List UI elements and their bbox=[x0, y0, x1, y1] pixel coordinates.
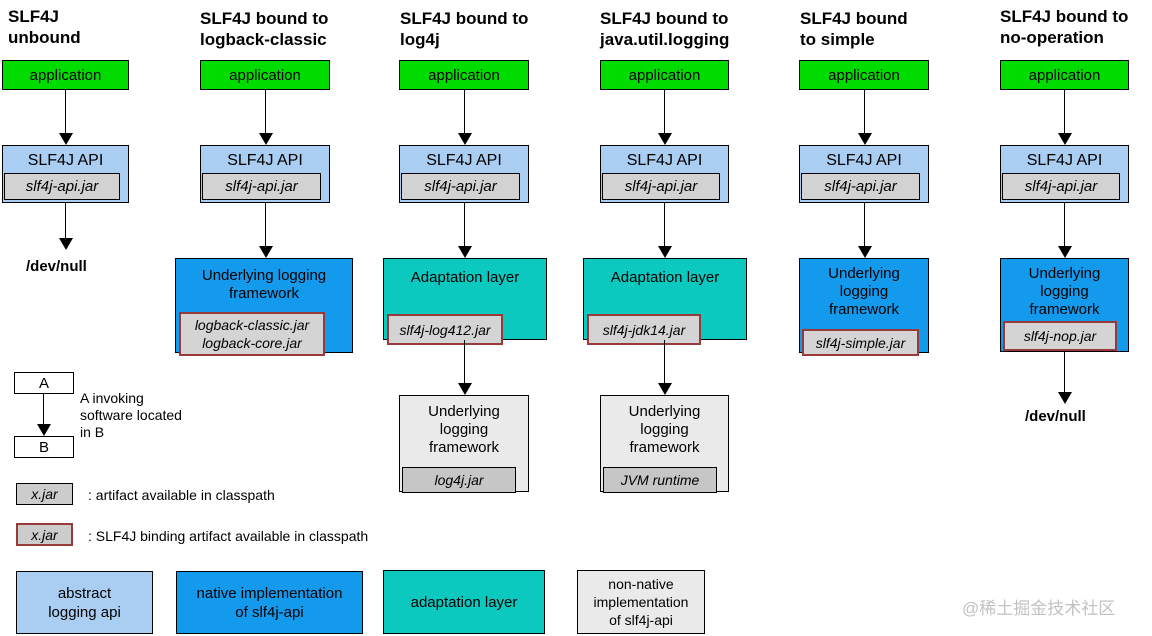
application-box: application bbox=[2, 60, 129, 90]
legend-adaptation-box: adaptation layer bbox=[383, 570, 545, 634]
underlying-framework-box: Underlying logging framework logback-cla… bbox=[175, 258, 353, 356]
flow-arrow bbox=[1057, 203, 1072, 258]
flow-arrow bbox=[657, 340, 672, 395]
legend-invoke-a-box: A bbox=[14, 372, 74, 394]
column-title-logback: SLF4J bound to logback-classic bbox=[200, 9, 329, 49]
dev-null-label: /dev/null bbox=[26, 258, 87, 275]
column-title-log4j: SLF4J bound to log4j bbox=[400, 9, 529, 49]
slf4j-api-box: SLF4J API slf4j-api.jar bbox=[399, 145, 529, 203]
slf4j-api-jar-badge: slf4j-api.jar bbox=[1002, 173, 1120, 200]
slf4j-api-label: SLF4J API bbox=[27, 152, 104, 169]
flow-arrow bbox=[657, 203, 672, 258]
legend-native-impl-box: native implementation of slf4j-api bbox=[176, 571, 363, 634]
framework-jar-badge: JVM runtime bbox=[603, 467, 717, 493]
legend-invoke-text: A invoking software located in B bbox=[80, 390, 182, 440]
slf4j-api-label: SLF4J API bbox=[227, 152, 303, 169]
application-box: application bbox=[399, 60, 529, 90]
framework-label: Underlying logging framework bbox=[201, 267, 327, 302]
slf4j-api-jar-badge: slf4j-api.jar bbox=[801, 173, 920, 200]
adaptation-layer-box: Adaptation layer slf4j-jdk14.jar bbox=[583, 258, 747, 345]
slf4j-api-box: SLF4J API slf4j-api.jar bbox=[2, 145, 129, 203]
flow-arrow bbox=[258, 203, 273, 258]
slf4j-api-label: SLF4J API bbox=[426, 152, 502, 169]
slf4j-api-box: SLF4J API slf4j-api.jar bbox=[1000, 145, 1129, 203]
flow-arrow bbox=[457, 90, 472, 145]
slf4j-api-label: SLF4J API bbox=[826, 152, 902, 169]
flow-arrow bbox=[58, 90, 73, 145]
framework-label: Underlying logging framework bbox=[628, 403, 701, 456]
framework-label: Underlying logging framework bbox=[828, 265, 900, 318]
binding-jar-badge: logback-classic.jar logback-core.jar bbox=[179, 312, 325, 356]
application-box: application bbox=[799, 60, 929, 90]
application-box: application bbox=[1000, 60, 1129, 90]
watermark: @稀土掘金技术社区 bbox=[962, 599, 1116, 618]
flow-arrow bbox=[857, 90, 872, 145]
legend-invoke-b-box: B bbox=[14, 436, 74, 458]
framework-label: Underlying logging framework bbox=[1028, 265, 1101, 318]
underlying-framework-box: Underlying logging framework log4j.jar bbox=[399, 395, 529, 493]
binding-jar-badge: slf4j-nop.jar bbox=[1003, 321, 1117, 351]
column-title-simple: SLF4J bound to simple bbox=[800, 9, 908, 49]
slf4j-api-box: SLF4J API slf4j-api.jar bbox=[799, 145, 929, 203]
flow-arrow bbox=[457, 340, 472, 395]
legend-artifact-text: : artifact available in classpath bbox=[88, 487, 275, 503]
slf4j-api-jar-badge: slf4j-api.jar bbox=[4, 173, 120, 200]
flow-arrow bbox=[58, 203, 73, 250]
legend-artifact-badge: x.jar bbox=[16, 483, 73, 505]
legend-abstract-api-box: abstract logging api bbox=[16, 571, 153, 634]
dev-null-label: /dev/null bbox=[1025, 408, 1086, 425]
flow-arrow bbox=[1057, 352, 1072, 404]
slf4j-api-box: SLF4J API slf4j-api.jar bbox=[600, 145, 729, 203]
binding-jar-badge: slf4j-log412.jar bbox=[387, 314, 503, 345]
legend-binding-badge: x.jar bbox=[16, 523, 73, 546]
binding-jar-badge: slf4j-simple.jar bbox=[802, 329, 919, 356]
binding-jar-badge: slf4j-jdk14.jar bbox=[587, 314, 701, 345]
flow-arrow bbox=[1057, 90, 1072, 145]
application-box: application bbox=[200, 60, 330, 90]
column-title-unbound: SLF4J unbound bbox=[8, 7, 81, 47]
slf4j-api-jar-badge: slf4j-api.jar bbox=[602, 173, 720, 200]
flow-arrow bbox=[457, 203, 472, 258]
column-title-nop: SLF4J bound to no-operation bbox=[1000, 7, 1129, 47]
flow-arrow bbox=[258, 90, 273, 145]
adaptation-label: Adaptation layer bbox=[610, 269, 720, 286]
flow-arrow bbox=[857, 203, 872, 258]
application-box: application bbox=[600, 60, 729, 90]
slf4j-api-box: SLF4J API slf4j-api.jar bbox=[200, 145, 330, 203]
legend-invoke-arrow bbox=[36, 394, 51, 436]
adaptation-layer-box: Adaptation layer slf4j-log412.jar bbox=[383, 258, 547, 345]
flow-arrow bbox=[657, 90, 672, 145]
slf4j-api-label: SLF4J API bbox=[626, 152, 703, 169]
column-title-jul: SLF4J bound to java.util.logging bbox=[600, 9, 730, 49]
legend-nonnative-impl-box: non-native implementation of slf4j-api bbox=[577, 570, 705, 634]
framework-jar-badge: log4j.jar bbox=[402, 467, 516, 493]
underlying-framework-box: Underlying logging framework JVM runtime bbox=[600, 395, 729, 493]
underlying-framework-box: Underlying logging framework slf4j-simpl… bbox=[799, 258, 929, 356]
slf4j-api-jar-badge: slf4j-api.jar bbox=[202, 173, 321, 200]
underlying-framework-box: Underlying logging framework slf4j-nop.j… bbox=[1000, 258, 1129, 352]
slf4j-api-jar-badge: slf4j-api.jar bbox=[401, 173, 520, 200]
adaptation-label: Adaptation layer bbox=[410, 269, 520, 286]
slf4j-api-label: SLF4J API bbox=[1026, 152, 1103, 169]
framework-label: Underlying logging framework bbox=[428, 403, 500, 456]
legend-binding-text: : SLF4J binding artifact available in cl… bbox=[88, 528, 369, 544]
